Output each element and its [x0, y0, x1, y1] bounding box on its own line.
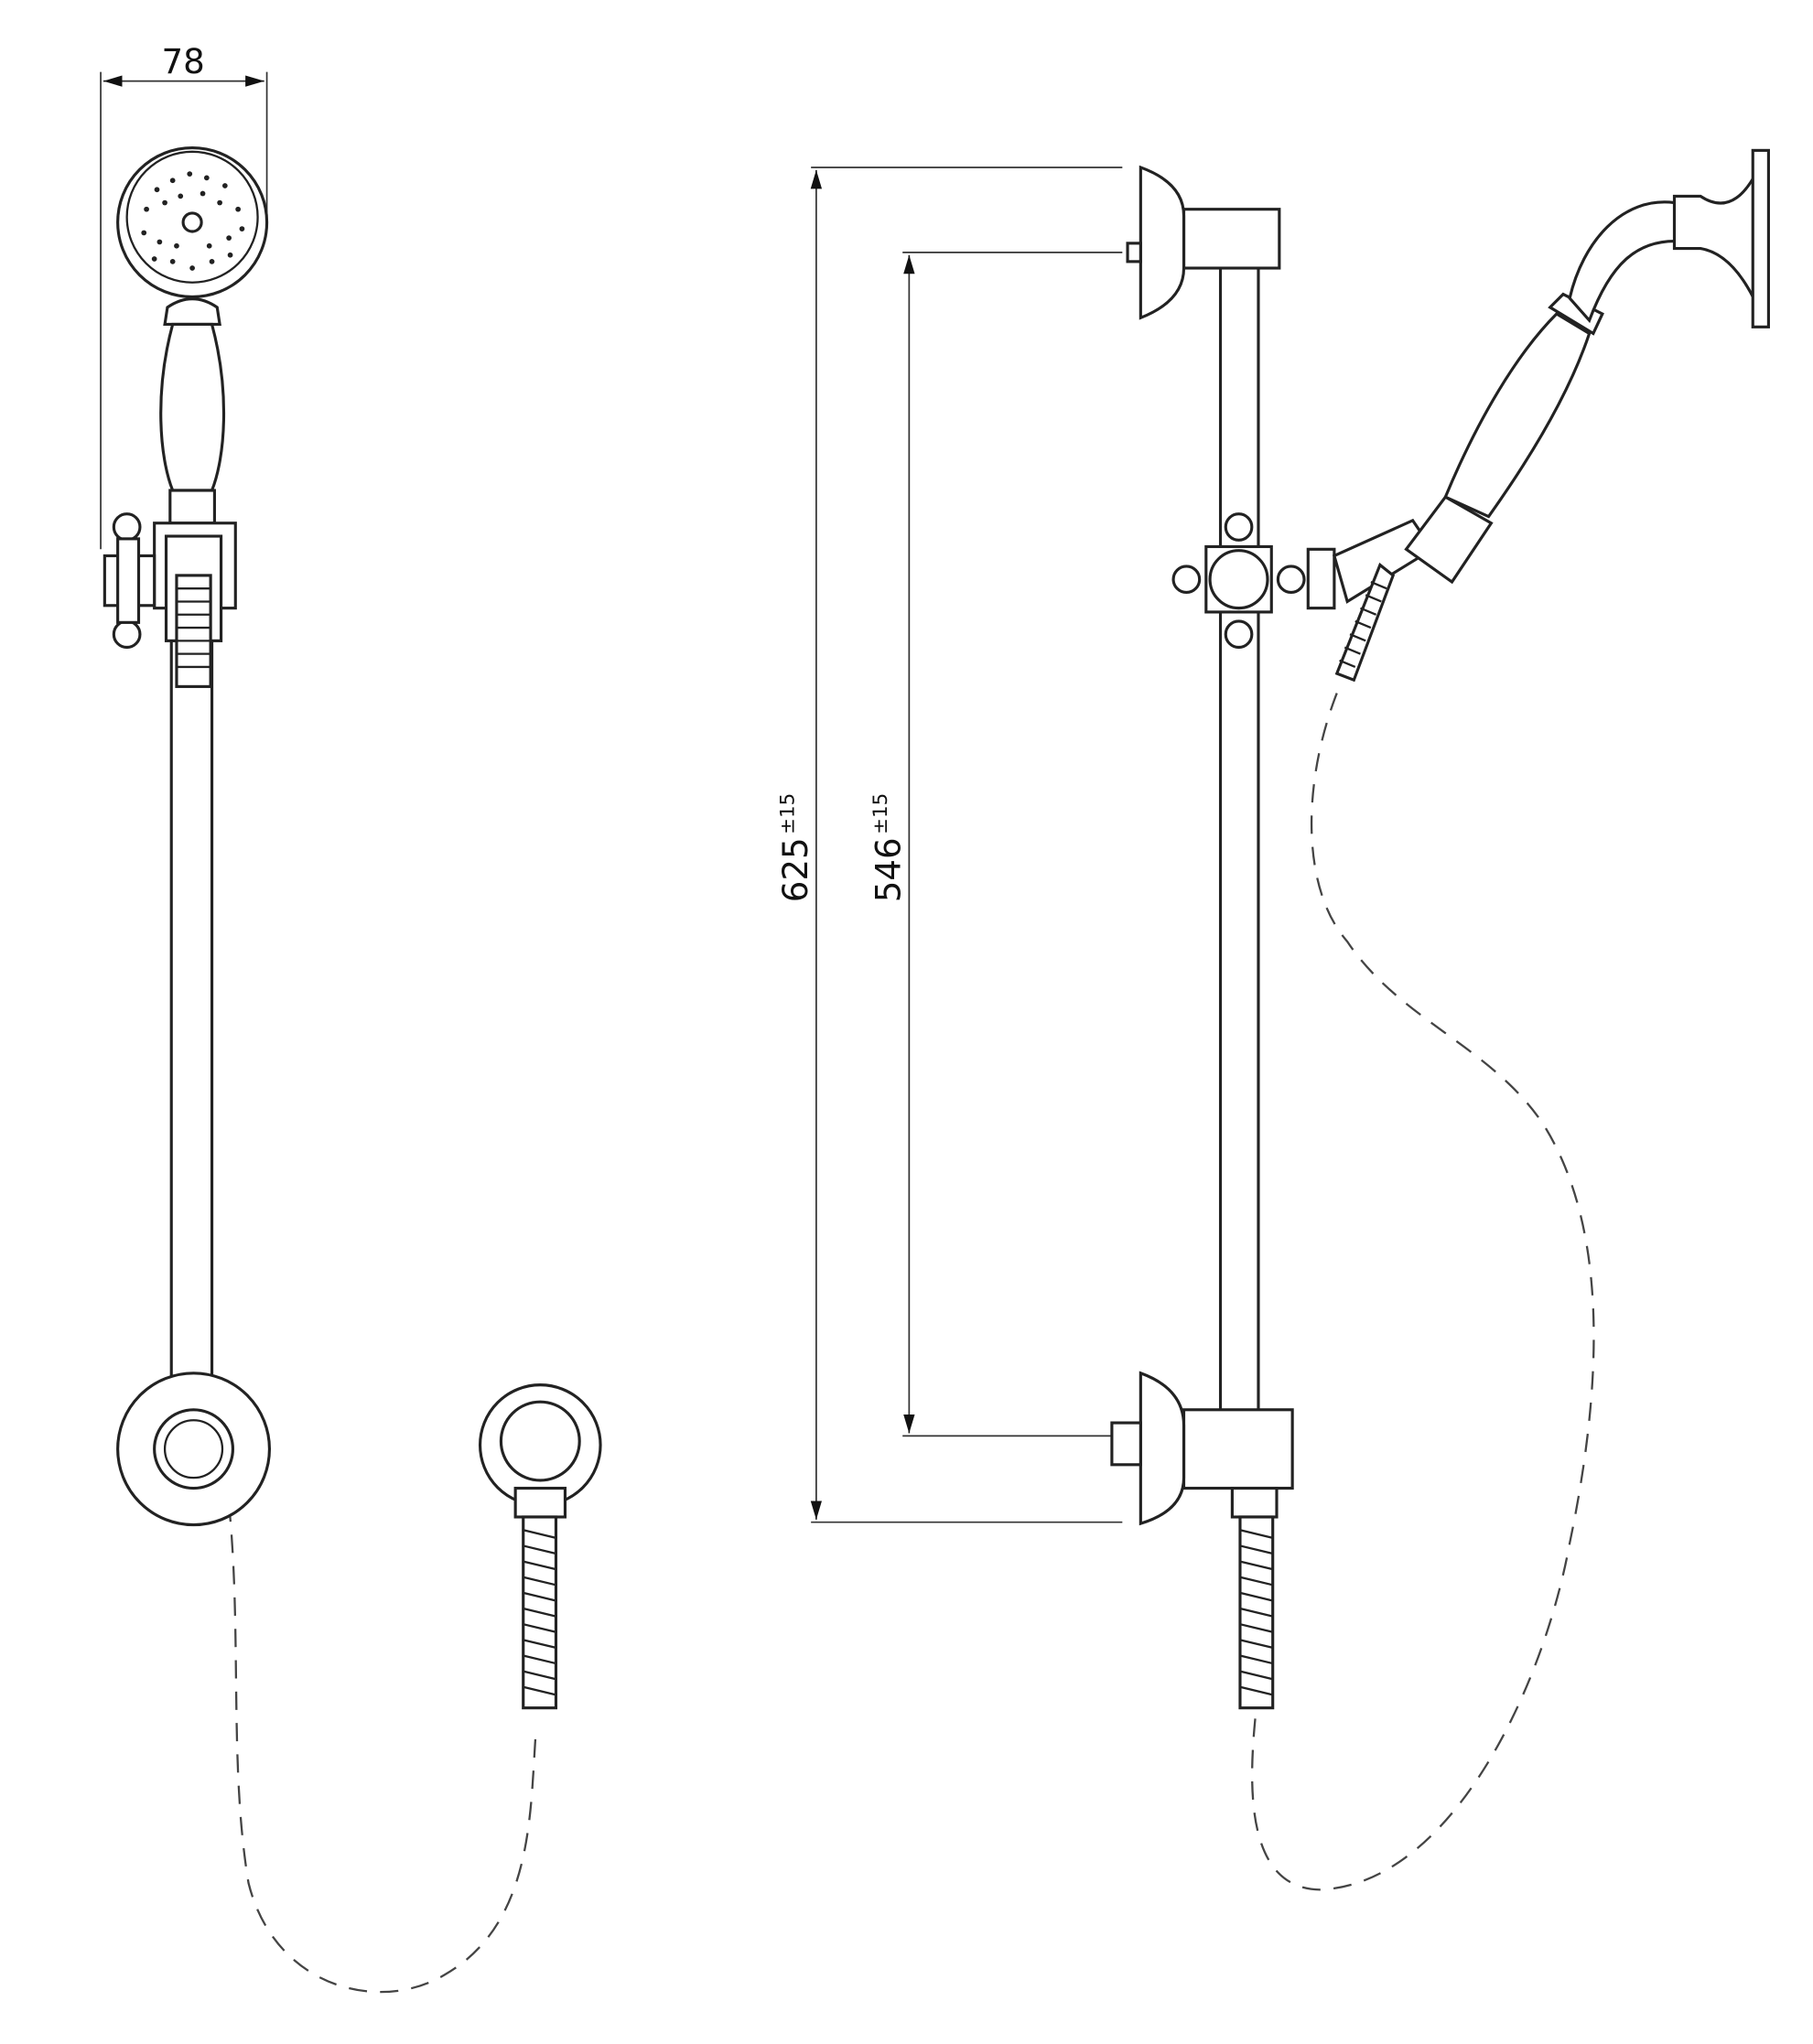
handle — [159, 322, 226, 492]
hand-shower-side — [1334, 148, 1770, 683]
front-view: 78 — [100, 42, 538, 1994]
rail-side — [1218, 260, 1260, 1427]
fixing-centres-tolerance: ±15 — [869, 793, 892, 834]
bottom-bracket — [1110, 1371, 1294, 1710]
slider-front — [103, 512, 237, 688]
overall-height-tolerance: ±15 — [777, 793, 800, 834]
width-label: 78 — [161, 42, 204, 81]
shower-head-front — [116, 145, 269, 525]
rail — [169, 639, 214, 1427]
wall-outlet — [478, 1383, 602, 1710]
overall-height-value: 625 — [776, 837, 815, 902]
handle-side — [1443, 312, 1592, 519]
side-view — [1110, 148, 1770, 1891]
width-dimension: 78 — [100, 42, 268, 550]
height-dimensions: 625 ±15 546 ±15 — [776, 167, 1123, 1523]
top-bracket — [1126, 165, 1281, 320]
fixing-centres-value: 546 — [869, 837, 908, 902]
slider-side — [1171, 512, 1435, 650]
